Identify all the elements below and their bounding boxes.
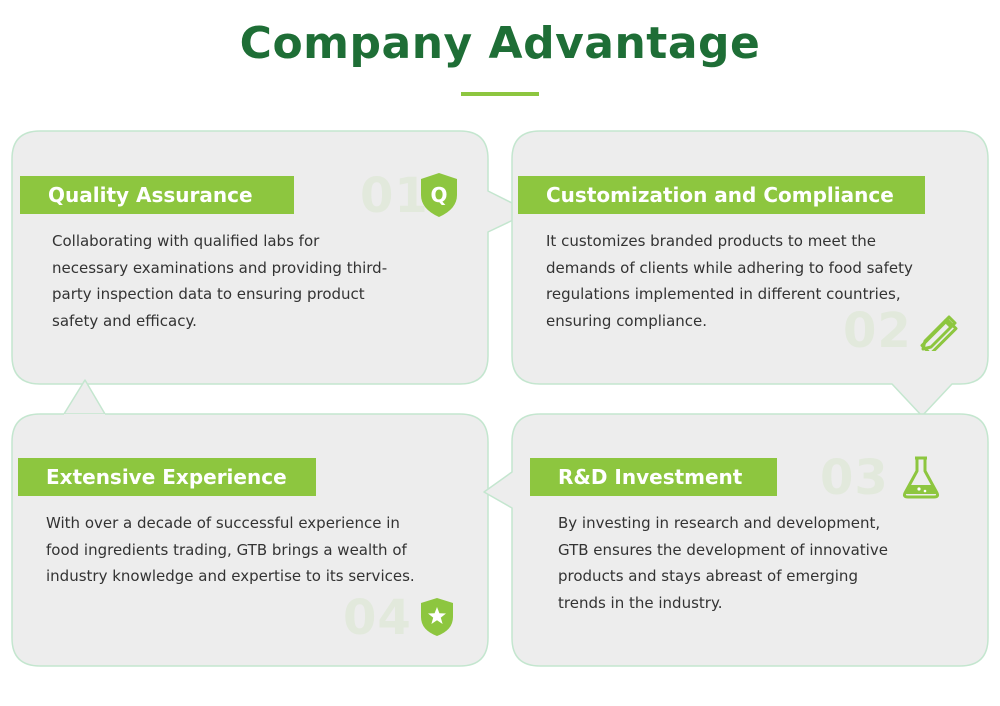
card-number: 03 [820,450,889,506]
flask-icon [902,456,940,499]
card-number: 02 [843,303,912,359]
svg-text:Q: Q [430,183,447,207]
card-number: 04 [343,590,412,646]
card-description: By investing in research and development… [558,514,888,612]
card-description: Collaborating with qualified labs for ne… [52,232,388,330]
bubble-extensive-experience [11,379,489,667]
shield-star-icon [421,598,453,636]
card-title: R&D Investment [530,458,777,496]
pencil-ruler-icon [920,315,958,351]
page-title: Company Advantage [239,18,761,69]
title-underline [461,92,539,96]
card-title: Customization and Compliance [518,176,925,214]
card-description: With over a decade of successful experie… [46,514,415,585]
shield-q-icon: Q [421,173,457,217]
card-title: Extensive Experience [18,458,316,496]
card-description: It customizes branded products to meet t… [546,232,913,330]
card-title: Quality Assurance [20,176,294,214]
card-number: 01 [360,168,429,224]
